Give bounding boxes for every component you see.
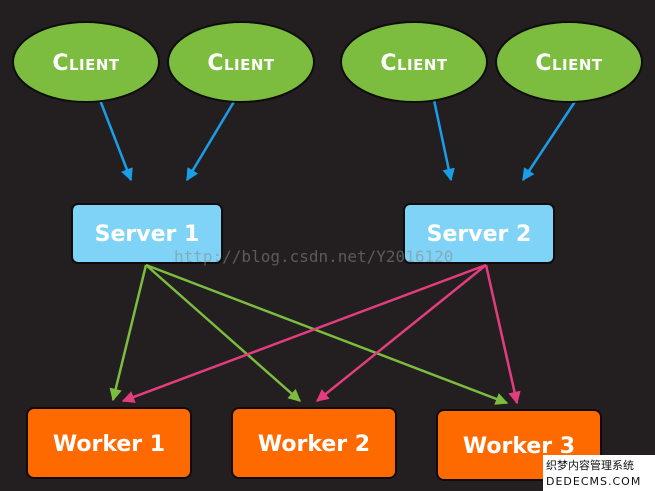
corner-watermark: 织梦内容管理系统 DEDECMS.COM <box>543 455 655 491</box>
client-node-1: Client <box>12 21 160 103</box>
server-label: Server 2 <box>427 222 532 247</box>
corner-watermark-line1: 织梦内容管理系统 <box>546 458 634 472</box>
corner-watermark-line2: DEDECMS.COM <box>546 475 641 488</box>
client-label: Client <box>535 51 603 76</box>
client-label: Client <box>380 51 448 76</box>
edge-client-1-server-1 <box>98 99 133 182</box>
client-server-edges <box>98 99 578 182</box>
client-node-3: Client <box>340 21 488 103</box>
worker-node-1: Worker 1 <box>26 407 192 479</box>
client-label: Client <box>52 51 120 76</box>
edge-server-1-worker-1 <box>109 264 148 402</box>
edge-client-3-server-2 <box>432 99 455 182</box>
edge-server-2-worker-1 <box>121 263 487 403</box>
server-node-2: Server 2 <box>403 203 555 264</box>
worker-node-2: Worker 2 <box>231 407 397 479</box>
edge-server-1-worker-2 <box>145 264 301 402</box>
client-nodes: Client Client Client Client <box>12 21 643 103</box>
worker-label: Worker 3 <box>463 434 575 459</box>
edge-server-1-worker-3 <box>145 263 509 405</box>
edge-client-4-server-2 <box>521 99 578 182</box>
client-node-2: Client <box>167 21 315 103</box>
worker-nodes: Worker 1 Worker 2 Worker 3 <box>26 407 602 481</box>
server-node-1: Server 1 <box>71 203 223 264</box>
watermark-url: http://blog.csdn.net/Y2016120 <box>174 247 453 266</box>
worker-label: Worker 1 <box>53 432 165 457</box>
server-1-worker-edges <box>109 263 509 405</box>
edge-server-2-worker-2 <box>316 264 487 402</box>
server-nodes: Server 1 Server 2 <box>71 203 555 264</box>
edge-client-2-server-1 <box>185 99 237 182</box>
client-label: Client <box>207 51 275 76</box>
edge-server-2-worker-3 <box>484 264 521 405</box>
client-node-4: Client <box>495 21 643 103</box>
server-label: Server 1 <box>95 222 200 247</box>
server-2-worker-edges <box>121 263 521 405</box>
worker-label: Worker 2 <box>258 432 370 457</box>
